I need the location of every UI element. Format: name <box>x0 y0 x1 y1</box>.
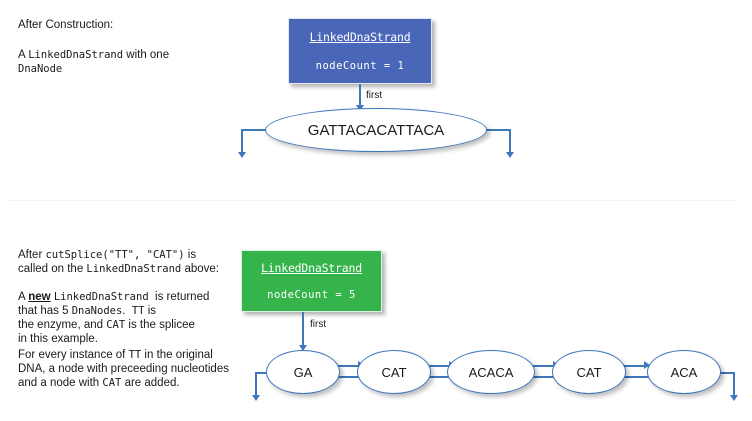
first-pointer-label-2: first <box>310 319 327 330</box>
section-1-title: After Construction: <box>18 18 113 32</box>
p1-l1-c: is returned <box>148 291 210 303</box>
first-pointer-line-1 <box>359 84 361 110</box>
prev-pointer-v-segment-1 <box>241 129 243 155</box>
class-name-label: LinkedDnaStrand <box>309 30 411 44</box>
s2-title-mid: is <box>184 249 197 261</box>
dna-node-ellipse-2: CAT <box>357 350 431 394</box>
dna-node-label-3: ACACA <box>468 364 514 380</box>
dna-node-label: GATTACACATTACA <box>307 121 445 139</box>
node-count-field: nodeCount = 1 <box>315 60 405 72</box>
s2-title-l2-code: LinkedDnaStrand <box>86 263 182 275</box>
p1-l2-b: . <box>122 305 132 317</box>
p1-l2-code: DnaNodes <box>71 305 123 317</box>
first-pointer-label-1: first <box>366 90 383 101</box>
p2-l3-b: are added. <box>121 377 180 389</box>
linked-dna-strand-class-box-blue: LinkedDnaStrand nodeCount = 1 <box>288 18 432 84</box>
prev-pointer-h-segment-1 <box>241 129 271 131</box>
p1-l1-code: LinkedDnaStrand <box>53 291 149 303</box>
dna-node-label-4: CAT <box>576 364 602 380</box>
next-pointer-h-segment-1 <box>481 129 511 131</box>
chain-next-v-segment <box>733 372 735 398</box>
link-3-next-line <box>528 365 558 367</box>
dna-node-ellipse-1: GA <box>266 350 340 394</box>
desc-suffix: with one <box>123 49 170 61</box>
link-2-prev-line <box>427 376 457 378</box>
chain-next-h-segment <box>713 372 735 374</box>
p1-l4: in this example. <box>18 333 98 345</box>
linked-dna-strand-class-box-green: LinkedDnaStrand nodeCount = 5 <box>241 250 382 312</box>
node-count-field-2: nodeCount = 5 <box>267 289 356 301</box>
p2-l3-code: CAT <box>102 377 122 389</box>
first-pointer-arrowhead-2 <box>299 345 307 351</box>
desc-class-code: LinkedDnaStrand <box>28 49 124 61</box>
next-pointer-v-segment-1 <box>509 129 511 155</box>
p2-l1-a: For every instance of <box>18 349 129 361</box>
link-3-prev-line <box>531 376 561 378</box>
dna-node-ellipse-main: GATTACACATTACA <box>265 108 487 152</box>
p2-l2: DNA, a node with preceeding nucleotides <box>18 363 229 375</box>
p1-l1-a: A <box>18 291 29 303</box>
dna-node-label-1: GA <box>293 364 313 380</box>
s2-title-l2-suffix: above: <box>181 263 219 275</box>
p2-l1-b: in the original <box>141 349 213 361</box>
p2-l1-code: TT <box>128 349 142 361</box>
section-2-paragraph-1: A new LinkedDnaStrand is returned that ha… <box>18 290 253 346</box>
p1-l2-c: is <box>144 305 157 317</box>
link-4-next-line <box>619 365 649 367</box>
s2-title-l2-prefix: called on the <box>18 263 87 275</box>
dna-node-label-5: ACA <box>670 364 698 380</box>
dna-node-ellipse-5: ACA <box>647 350 721 394</box>
s2-title-code: cutSplice("TT", "CAT") <box>45 249 185 261</box>
dna-node-ellipse-4: CAT <box>552 350 626 394</box>
prev-pointer-arrowhead-1 <box>238 152 246 158</box>
desc-prefix: A <box>18 49 29 61</box>
chain-prev-v-segment <box>255 372 257 398</box>
link-1-next-line <box>333 365 363 367</box>
class-name-label-2: LinkedDnaStrand <box>261 261 362 275</box>
link-2-next-line <box>424 365 454 367</box>
p1-l3-code: CAT <box>106 319 126 331</box>
p2-l3-a: and a node with <box>18 377 103 389</box>
first-pointer-line-2 <box>302 312 304 346</box>
link-4-prev-line <box>622 376 652 378</box>
chain-prev-arrowhead <box>252 395 260 401</box>
desc-line2-code: DnaNode <box>18 63 63 75</box>
p1-l2-a: that has 5 <box>18 305 72 317</box>
link-4-next-arrowhead <box>644 361 650 369</box>
chain-next-arrowhead <box>730 395 738 401</box>
chain-prev-h-segment <box>255 372 275 374</box>
next-pointer-arrowhead-1 <box>506 152 514 158</box>
section-2-paragraph-2: For every instance of TT in the original… <box>18 348 258 390</box>
section-1-title-text: After Construction: <box>18 19 114 31</box>
p1-l3-a: the enzyme, and <box>18 319 107 331</box>
p1-l3-b: is the splicee <box>125 319 195 331</box>
dna-node-ellipse-3: ACACA <box>447 350 535 394</box>
section-divider <box>10 200 736 201</box>
p1-l2-code2: TT <box>131 305 145 317</box>
section-2-title: After cutSplice("TT", "CAT") is called on… <box>18 248 253 276</box>
p1-new-emphasis: new <box>28 291 51 303</box>
dna-node-label-2: CAT <box>381 364 407 380</box>
link-1-prev-line <box>336 376 366 378</box>
s2-title-prefix: After <box>18 249 46 261</box>
